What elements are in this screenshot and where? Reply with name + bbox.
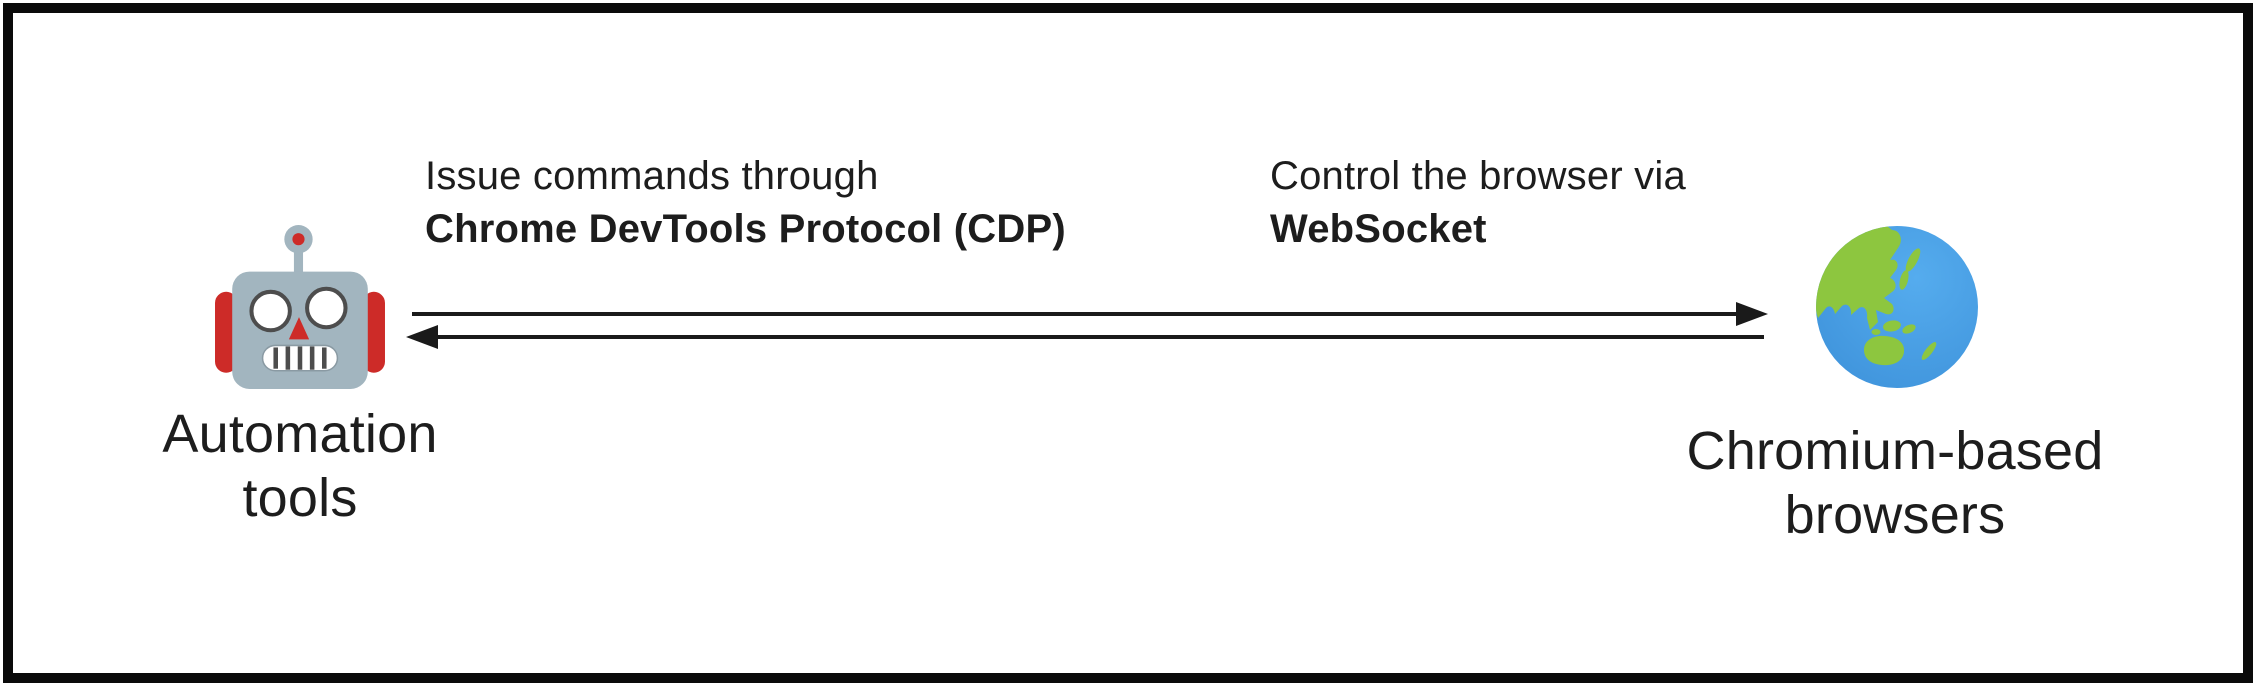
annotation-cdp: Issue commands through Chrome DevTools P…	[425, 150, 1066, 256]
automation-tools-label-line1: Automation	[162, 404, 438, 464]
arrow-to-browser-head-icon	[1736, 302, 1768, 326]
robot-icon	[215, 225, 385, 389]
arrow-to-browser-line	[412, 312, 1740, 316]
automation-tools-label: Automation tools	[110, 402, 490, 530]
annotation-websocket-line1: Control the browser via	[1270, 154, 1686, 198]
automation-tools-label-line2: tools	[242, 468, 358, 528]
globe-icon	[1816, 226, 1978, 388]
arrow-to-tools-head-icon	[406, 325, 438, 349]
chromium-browsers-label-line1: Chromium-based	[1686, 421, 2104, 481]
arrow-to-tools-line	[436, 335, 1764, 339]
annotation-websocket-line2: WebSocket	[1270, 207, 1487, 251]
annotation-cdp-line2: Chrome DevTools Protocol (CDP)	[425, 207, 1066, 251]
chromium-browsers-label: Chromium-based browsers	[1675, 419, 2115, 547]
chromium-browsers-label-line2: browsers	[1784, 485, 2006, 545]
annotation-cdp-line1: Issue commands through	[425, 154, 879, 198]
annotation-websocket: Control the browser via WebSocket	[1270, 150, 1686, 256]
